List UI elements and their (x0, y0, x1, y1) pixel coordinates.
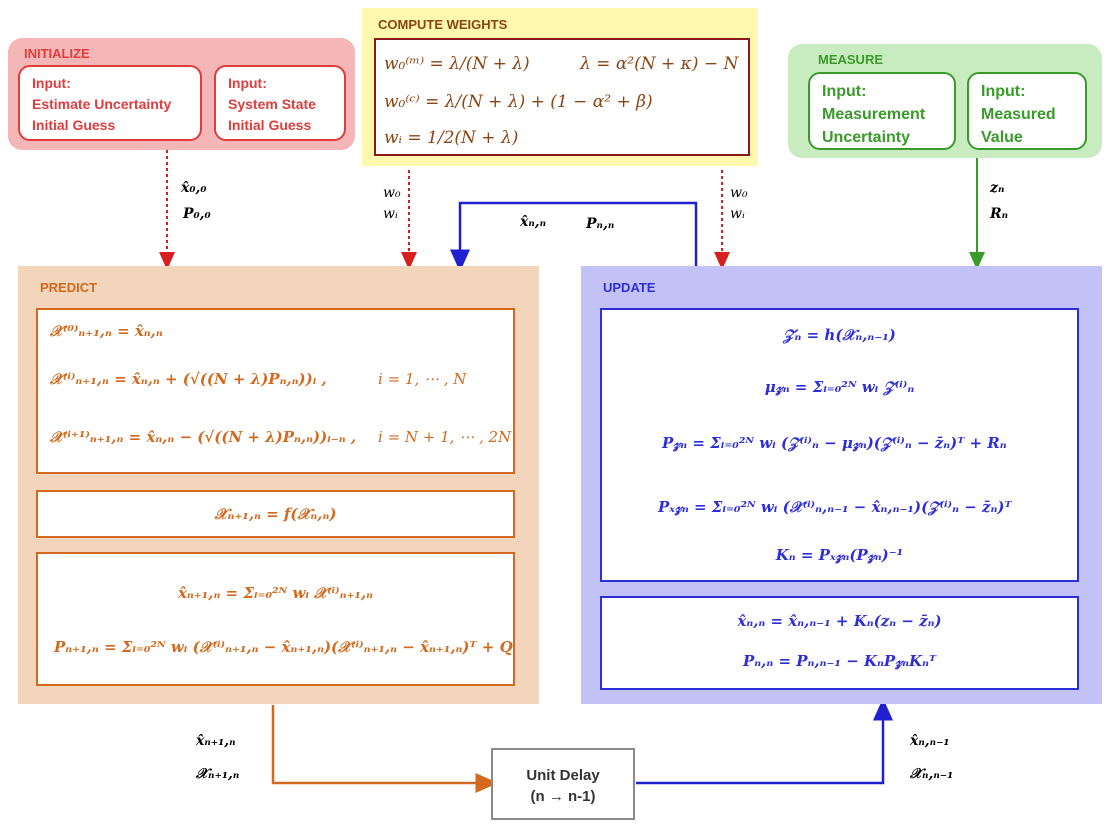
predict-output-xhat: x̂ₙ₊₁,ₙ (196, 733, 236, 749)
weights-out-right-w0: w₀ (730, 185, 748, 201)
initialize-panel: INITIALIZE Input: Estimate Uncertainty I… (8, 38, 355, 150)
predict-output-sigma: 𝒳ₙ₊₁,ₙ (196, 766, 240, 782)
sigma-eq-0: 𝒳⁽⁰⁾ₙ₊₁,ₙ = x̂ₙ,ₙ (50, 322, 163, 340)
box-line: Input: (32, 75, 71, 91)
lambda-eq: λ = α²(N + κ) − N (580, 54, 739, 74)
update-title: UPDATE (603, 280, 656, 295)
mean-covariance-box: x̂ₙ₊₁,ₙ = Σᵢ₌₀²ᴺ wᵢ 𝒳⁽ⁱ⁾ₙ₊₁,ₙ Pₙ₊₁,ₙ = Σ… (36, 552, 515, 686)
measurement-sigma-eq: 𝒵ₙ = h(𝒳ₙ,ₙ₋₁) (783, 326, 896, 344)
measure-output-rn: Rₙ (990, 206, 1009, 222)
predicted-mean-eq: x̂ₙ₊₁,ₙ = Σᵢ₌₀²ᴺ wᵢ 𝒳⁽ⁱ⁾ₙ₊₁,ₙ (177, 584, 374, 602)
predict-title: PREDICT (40, 280, 98, 295)
covariance-update-eq: Pₙ,ₙ = Pₙ,ₙ₋₁ − KₙP𝓏ₙKₙᵀ (743, 652, 936, 670)
unit-delay-sublabel: (n → n-1) (530, 788, 596, 805)
weights-out-left-wi: wᵢ (383, 206, 398, 222)
update-equations-box: 𝒵ₙ = h(𝒳ₙ,ₙ₋₁) μ𝓏ₙ = Σᵢ₌₀²ᴺ wᵢ 𝒵⁽ⁱ⁾ₙ P𝓏ₙ… (600, 308, 1079, 582)
arrow-update-feedback-to-predict (450, 201, 698, 272)
init-output-p00: P₀,₀ (183, 206, 211, 222)
propagate-eq: 𝒳ₙ₊₁,ₙ = f(𝒳ₙ,ₙ) (214, 505, 337, 523)
sigma-eq-plus: 𝒳⁽ⁱ⁾ₙ₊₁,ₙ = x̂ₙ,ₙ + (√((N + λ)Pₙ,ₙ))ᵢ , (50, 370, 327, 388)
sigma-eq-minus: 𝒳⁽ⁱ⁺¹⁾ₙ₊₁,ₙ = x̂ₙ,ₙ − (√((N + λ)Pₙ,ₙ))ᵢ₋… (50, 428, 357, 446)
update-panel: UPDATE 𝒵ₙ = h(𝒳ₙ,ₙ₋₁) μ𝓏ₙ = Σᵢ₌₀²ᴺ wᵢ 𝒵⁽… (581, 266, 1102, 704)
system-state-input-box: Input: System State Initial Guess (214, 65, 346, 141)
update-input-sigma-prior: 𝒳ₙ,ₙ₋₁ (910, 766, 954, 782)
weight-cov-eq: w₀⁽ᶜ⁾ = λ/(N + λ) + (1 − α² + β) (384, 92, 653, 112)
state-update-box: x̂ₙ,ₙ = x̂ₙ,ₙ₋₁ + Kₙ(zₙ − z̄ₙ) Pₙ,ₙ = Pₙ… (600, 596, 1079, 690)
measure-panel: MEASURE Input: Measurement Uncertainty I… (788, 44, 1102, 158)
unit-delay-label: Unit Delay (526, 767, 600, 784)
measure-output-zn: zₙ (990, 180, 1005, 196)
sigma-points-box: 𝒳⁽⁰⁾ₙ₊₁,ₙ = x̂ₙ,ₙ 𝒳⁽ⁱ⁾ₙ₊₁,ₙ = x̂ₙ,ₙ + (√… (36, 308, 515, 474)
feedback-label-xnn: x̂ₙ,ₙ (520, 214, 547, 230)
box-line: Input: (981, 83, 1026, 100)
propagate-box: 𝒳ₙ₊₁,ₙ = f(𝒳ₙ,ₙ) (36, 490, 515, 538)
box-line: Value (981, 129, 1023, 146)
estimate-uncertainty-input-box: Input: Estimate Uncertainty Initial Gues… (18, 65, 202, 141)
box-line: Measurement (822, 106, 926, 123)
update-input-xhat-prior: x̂ₙ,ₙ₋₁ (910, 733, 950, 749)
measured-value-input-box: Input: Measured Value (967, 72, 1087, 150)
weights-equation-box: w₀⁽ᵐ⁾ = λ/(N + λ) λ = α²(N + κ) − N w₀⁽ᶜ… (374, 38, 750, 156)
feedback-label-pnn: Pₙ,ₙ (586, 216, 615, 232)
measure-title: MEASURE (818, 52, 884, 67)
predicted-covariance-eq: Pₙ₊₁,ₙ = Σᵢ₌₀²ᴺ wᵢ (𝒳⁽ⁱ⁾ₙ₊₁,ₙ − x̂ₙ₊₁,ₙ)… (54, 638, 513, 656)
compute-weights-title: COMPUTE WEIGHTS (378, 17, 508, 32)
box-line: Initial Guess (32, 117, 116, 133)
box-line: Uncertainty (822, 129, 911, 146)
box-line: Measured (981, 106, 1056, 123)
cross-covariance-eq: Pₓ𝓏ₙ = Σᵢ₌₀²ᴺ wᵢ (𝒳⁽ⁱ⁾ₙ,ₙ₋₁ − x̂ₙ,ₙ₋₁)(𝒵… (658, 498, 1012, 516)
sigma-range-1: i = 1, ⋯ , N (378, 370, 467, 388)
weights-out-left-w0: w₀ (383, 185, 401, 201)
state-update-eq: x̂ₙ,ₙ = x̂ₙ,ₙ₋₁ + Kₙ(zₙ − z̄ₙ) (737, 612, 942, 630)
weight-i-eq: wᵢ = 1/2(N + λ) (384, 128, 519, 148)
weights-out-right-wi: wᵢ (730, 206, 745, 222)
box-line: System State (228, 96, 316, 112)
box-line: Input: (822, 83, 867, 100)
arrow-delay-to-update (636, 698, 893, 785)
init-output-x00: x̂₀,₀ (181, 180, 207, 196)
arrow-predict-to-delay (271, 705, 498, 793)
sigma-range-2: i = N + 1, ⋯ , 2N (378, 428, 512, 446)
box-line: Input: (228, 75, 267, 91)
measurement-uncertainty-input-box: Input: Measurement Uncertainty (808, 72, 956, 150)
weight-mean-eq: w₀⁽ᵐ⁾ = λ/(N + λ) (384, 54, 530, 74)
box-line: Estimate Uncertainty (32, 96, 172, 112)
compute-weights-panel: COMPUTE WEIGHTS w₀⁽ᵐ⁾ = λ/(N + λ) λ = α²… (362, 8, 758, 166)
initialize-title: INITIALIZE (24, 46, 90, 61)
measurement-mean-eq: μ𝓏ₙ = Σᵢ₌₀²ᴺ wᵢ 𝒵⁽ⁱ⁾ₙ (764, 378, 915, 396)
unit-delay-box: Unit Delay (n → n-1) (491, 748, 635, 820)
box-line: Initial Guess (228, 117, 312, 133)
kalman-gain-eq: Kₙ = Pₓ𝓏ₙ(P𝓏ₙ)⁻¹ (775, 546, 904, 564)
predict-panel: PREDICT 𝒳⁽⁰⁾ₙ₊₁,ₙ = x̂ₙ,ₙ 𝒳⁽ⁱ⁾ₙ₊₁,ₙ = x̂… (18, 266, 539, 704)
measurement-covariance-eq: P𝓏ₙ = Σᵢ₌₀²ᴺ wᵢ (𝒵⁽ⁱ⁾ₙ − μ𝓏ₙ)(𝒵⁽ⁱ⁾ₙ − z̄… (662, 434, 1007, 452)
